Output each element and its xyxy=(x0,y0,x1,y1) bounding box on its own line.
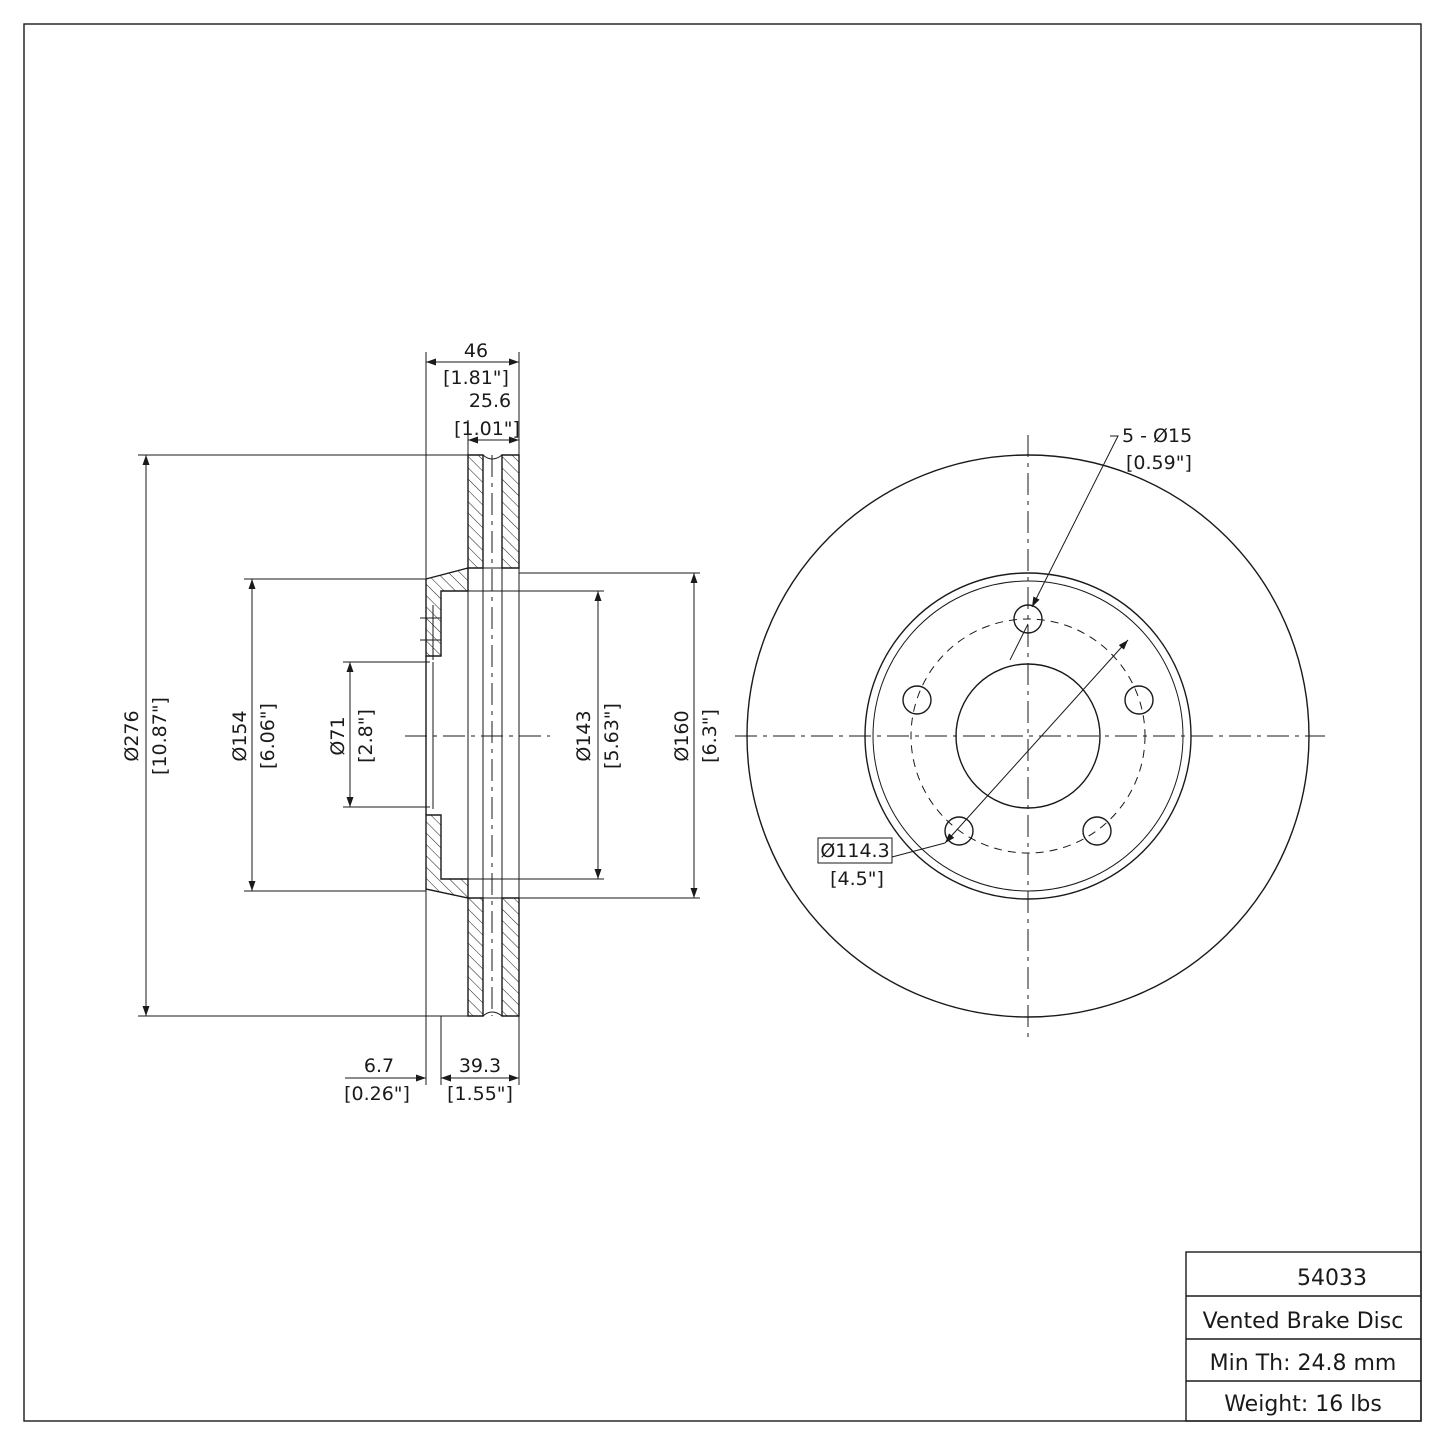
bolt-hole-spec-mm: 5 - Ø15 xyxy=(1122,425,1192,447)
dim-6.7-in: [0.26"] xyxy=(344,1083,410,1105)
bolt-hole-leader xyxy=(1031,435,1119,608)
bolt-hole xyxy=(1124,685,1154,715)
bottom-ring-outboard-face xyxy=(467,897,484,1017)
dim-160-in: [6.3"] xyxy=(699,709,721,763)
hat-wall-bottom xyxy=(425,814,469,899)
part-number: 54033 xyxy=(1297,1266,1367,1291)
section-view xyxy=(405,454,550,1017)
min-thickness: Min Th: 24.8 mm xyxy=(1210,1351,1397,1376)
weight: Weight: 16 lbs xyxy=(1224,1392,1382,1417)
dim-46-mm: 46 xyxy=(464,340,488,362)
drawing-frame xyxy=(23,23,1422,1422)
top-ring-inboard-face xyxy=(501,454,520,569)
dim-25.6-in: [1.01"] xyxy=(454,418,520,440)
title-block: 54033 Vented Brake Disc Min Th: 24.8 mm … xyxy=(1185,1251,1422,1422)
dim-39.3-in: [1.55"] xyxy=(447,1083,513,1105)
bolt-circle-label-box xyxy=(817,837,893,864)
bolt-hole xyxy=(1082,816,1112,846)
hat-outer-edge xyxy=(864,572,1192,900)
dim-46-in: [1.81"] xyxy=(443,367,509,389)
bolt-circle-dim-line xyxy=(944,639,1129,844)
dim-276-in: [10.87"] xyxy=(149,697,171,775)
dimension-lines xyxy=(142,358,698,1082)
part-description: Vented Brake Disc xyxy=(1203,1309,1404,1334)
top-ring-outboard-face xyxy=(467,454,484,569)
dim-276-mm: Ø276 xyxy=(121,710,143,761)
front-view xyxy=(735,435,1325,1040)
bolt-hole-spec-in: [0.59"] xyxy=(1126,452,1192,474)
hat-wall-top xyxy=(425,567,469,657)
dim-39.3-mm: 39.3 xyxy=(459,1055,501,1077)
bolt-circle-in: [4.5"] xyxy=(830,868,884,890)
dim-154-mm: Ø154 xyxy=(229,710,251,761)
extension-lines xyxy=(138,352,700,1085)
dim-6.7-mm: 6.7 xyxy=(364,1055,394,1077)
dim-160-mm: Ø160 xyxy=(671,710,693,761)
dim-71-mm: Ø71 xyxy=(327,716,349,755)
dim-154-in: [6.06"] xyxy=(257,703,279,769)
bolt-hole xyxy=(902,685,932,715)
dim-71-in: [2.8"] xyxy=(355,709,377,763)
bottom-ring-inboard-face xyxy=(501,897,520,1017)
dim-143-in: [5.63"] xyxy=(601,703,623,769)
dim-25.6-mm: 25.6 xyxy=(469,390,511,412)
vane-bottom-cap xyxy=(482,1011,503,1017)
bolt-circle-mm: Ø114.3 xyxy=(820,840,889,862)
dim-143-mm: Ø143 xyxy=(573,710,595,761)
